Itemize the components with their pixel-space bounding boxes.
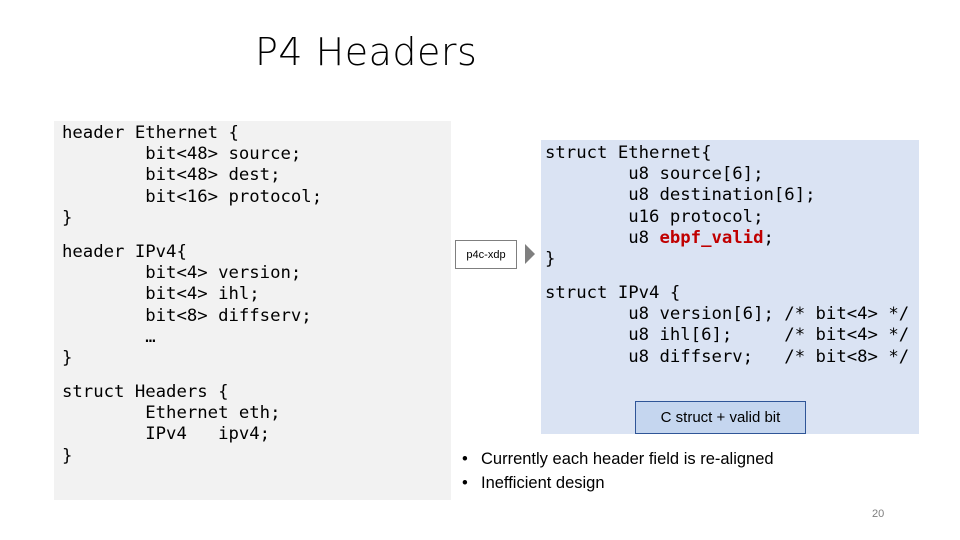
code-line: } — [545, 249, 556, 270]
code-line: header IPv4{ — [62, 242, 187, 262]
ethernet-header-block: header Ethernet { bit<48> source; bit<48… — [62, 123, 322, 229]
code-line: struct Ethernet{ — [545, 143, 712, 163]
code-line: struct IPv4 { — [545, 283, 681, 303]
bullet-list: • Currently each header field is re-align… — [462, 447, 774, 495]
code-line: u16 protocol; — [545, 206, 764, 227]
code-line: header Ethernet { — [62, 123, 239, 143]
code-line: u8 source[6]; — [545, 164, 764, 185]
code-line: bit<4> version; — [62, 263, 302, 284]
code-line-valid: u8 ebpf_valid; — [545, 228, 816, 249]
slide-title: P4 Headers — [255, 30, 478, 74]
code-line: u8 diffserv; /* bit<8> */ — [545, 346, 910, 367]
code-line: bit<4> ihl; — [62, 284, 260, 305]
ipv4-header-block: header IPv4{ bit<4> version; bit<4> ihl;… — [62, 242, 312, 369]
code-line: Ethernet eth; — [62, 403, 281, 424]
code-line: bit<16> protocol; — [62, 186, 323, 207]
c-code-panel: struct Ethernet{ u8 source[6]; u8 destin… — [541, 140, 919, 434]
p4-code-panel: header Ethernet { bit<48> source; bit<48… — [54, 121, 451, 500]
code-line: IPv4 ipv4; — [62, 424, 271, 445]
c-ipv4-struct-block: struct IPv4 { u8 version[6]; /* bit<4> *… — [545, 283, 909, 368]
arrow-right-icon — [525, 244, 535, 264]
bullet-marker: • — [462, 450, 468, 468]
ebpf-valid-field: ebpf_valid — [659, 227, 764, 248]
code-line: u8 version[6]; /* bit<4> */ — [545, 304, 910, 325]
bullet-item: • Currently each header field is re-align… — [462, 447, 774, 471]
bullet-marker: • — [462, 474, 468, 492]
code-line: struct Headers { — [62, 382, 229, 402]
headers-struct-block: struct Headers { Ethernet eth; IPv4 ipv4… — [62, 382, 281, 467]
bullet-item: • Inefficient design — [462, 471, 774, 495]
code-line: bit<48> dest; — [62, 165, 281, 186]
bullet-text: Currently each header field is re-aligne… — [481, 450, 774, 468]
page-number: 20 — [872, 508, 885, 520]
code-line: } — [62, 445, 73, 466]
code-line: bit<48> source; — [62, 144, 302, 165]
code-line: bit<8> diffserv; — [62, 305, 312, 326]
code-text: u8 — [545, 227, 660, 248]
p4c-xdp-badge: p4c-xdp — [455, 240, 517, 269]
code-line: } — [62, 207, 73, 228]
code-line: u8 destination[6]; — [545, 185, 816, 206]
bullet-text: Inefficient design — [481, 474, 605, 492]
code-text: ; — [763, 227, 774, 248]
c-ethernet-struct-block: struct Ethernet{ u8 source[6]; u8 destin… — [545, 143, 816, 270]
code-line: u8 ihl[6]; /* bit<4> */ — [545, 325, 910, 346]
code-line: } — [62, 348, 73, 369]
c-struct-valid-bit-note: C struct + valid bit — [635, 401, 806, 434]
code-line: … — [62, 326, 156, 347]
